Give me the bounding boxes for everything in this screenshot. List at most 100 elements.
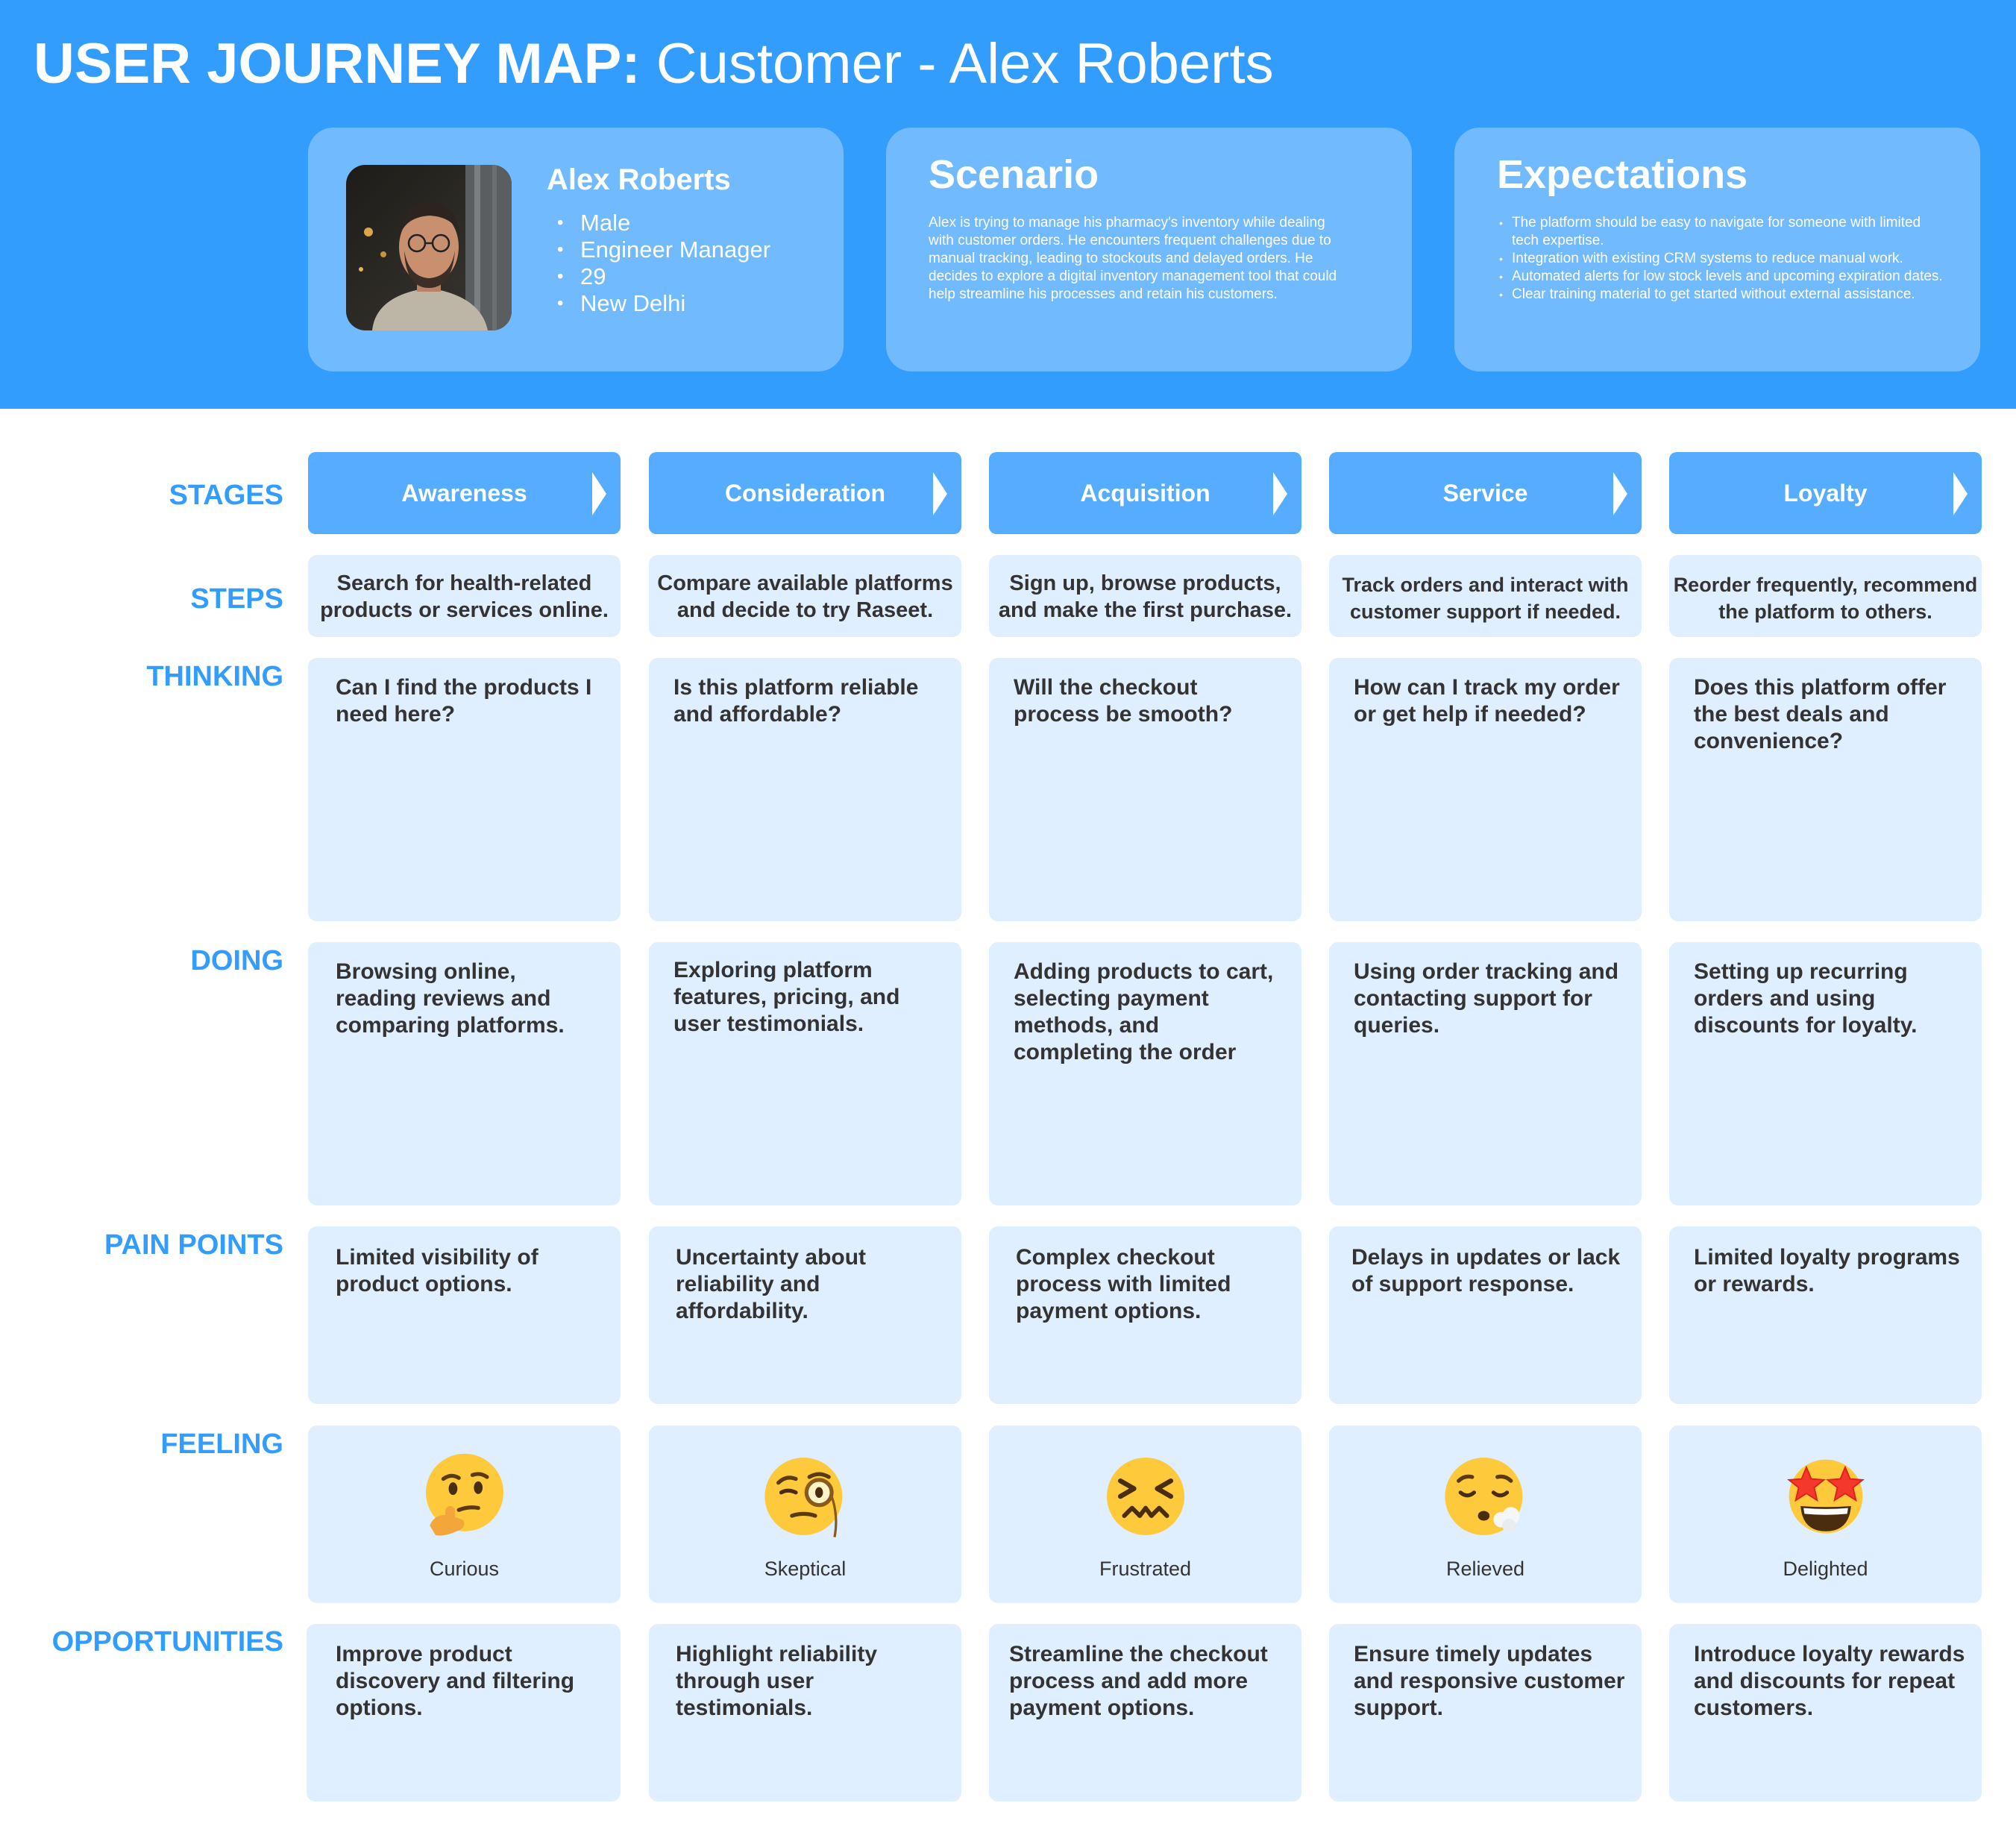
step-text: Track orders and interact with customer … [1342,574,1629,623]
opportunity-cell-acquisition: Streamline the checkout process and add … [989,1624,1301,1801]
thinking-cell-awareness: Can I find the products I need here? [308,658,621,921]
chevron-right-icon [1273,472,1287,515]
stage-label: Loyalty [1783,480,1868,507]
feeling-label: Curious [429,1558,500,1580]
expectations-list: The platform should be easy to navigate … [1497,214,1944,304]
monocle-face-icon [764,1458,842,1537]
feeling-cell-loyalty: Delighted [1669,1426,1982,1603]
expectation-item: Clear training material to get started w… [1497,286,1944,304]
opportunity-cell-loyalty: Introduce loyalty rewards and discounts … [1669,1624,1982,1801]
stage-loyalty: Loyalty [1669,452,1982,534]
opportunity-cell-consideration: Highlight reliability through user testi… [649,1624,961,1801]
opportunity-text: Highlight reliability through user testi… [676,1642,878,1720]
step-cell-service: Track orders and interact with customer … [1329,555,1642,637]
persona-location: New Delhi [547,290,770,317]
page-title: USER JOURNEY MAP: Customer - Alex Robert… [34,28,1274,100]
stage-consideration: Consideration [649,452,961,534]
step-text: Sign up, browse products, and make the f… [998,571,1293,622]
relieved-sigh-face-icon [1444,1458,1522,1535]
expectation-item: Automated alerts for low stock levels an… [1497,268,1944,286]
row-label-thinking: THINKING [146,661,283,692]
scenario-text: Alex is trying to manage his pharmacy's … [929,215,1337,302]
step-text: Reorder frequently, recommend the platfo… [1673,574,1978,623]
pain-text: Uncertainty about reliability and afford… [676,1245,867,1323]
persona-name: Alex Roberts [547,163,731,196]
pain-text: Limited visibility of product options. [336,1245,538,1296]
doing-text: Adding products to cart, selecting payme… [1014,959,1274,1064]
row-label-opportunities: OPPORTUNITIES [51,1626,283,1658]
stage-label: Awareness [401,480,527,507]
thinking-text: Does this platform offer the best deals … [1694,675,1947,753]
opportunity-cell-awareness: Improve product discovery and filtering … [307,1624,621,1801]
doing-cell-awareness: Browsing online, reading reviews and com… [308,942,621,1205]
stage-awareness: Awareness [308,452,621,534]
feeling-label: Skeptical [764,1558,847,1580]
expectations-heading: Expectations [1497,152,1748,197]
thinking-text: Will the checkout process be smooth? [1014,675,1233,727]
confounded-face-icon [1106,1458,1184,1535]
doing-text: Exploring platform features, pricing, an… [673,958,900,1036]
step-text: Compare available platforms and decide t… [657,571,953,622]
doing-cell-service: Using order tracking and contacting supp… [1329,942,1642,1205]
expectation-item: The platform should be easy to navigate … [1497,214,1944,250]
opportunity-text: Ensure timely updates and responsive cus… [1354,1642,1625,1720]
thinking-cell-consideration: Is this platform reliable and affordable… [649,658,961,921]
pain-text: Complex checkout process with limited pa… [1016,1245,1231,1323]
expectations-card: Expectations The platform should be easy… [1454,128,1980,371]
step-text: Search for health-related products or se… [320,571,609,622]
doing-text: Setting up recurring orders and using di… [1694,959,1918,1038]
row-label-stages: STAGES [169,480,283,511]
opportunity-text: Improve product discovery and filtering … [336,1642,575,1720]
doing-cell-consideration: Exploring platform features, pricing, an… [649,942,961,1205]
chevron-right-icon [1953,472,1968,515]
doing-cell-loyalty: Setting up recurring orders and using di… [1669,942,1982,1205]
title-light: Customer - Alex Roberts [640,32,1274,95]
opportunity-text: Streamline the checkout process and add … [1009,1642,1268,1720]
row-label-feeling: FEELING [160,1429,283,1460]
doing-text: Browsing online, reading reviews and com… [336,959,565,1038]
avatar-photo-icon [346,165,512,330]
persona-role: Engineer Manager [547,236,770,263]
avatar [346,165,512,330]
feeling-label: Relieved [1445,1558,1525,1580]
row-label-steps: STEPS [190,583,283,615]
thinking-face-icon [425,1453,503,1536]
scenario-heading: Scenario [929,152,1099,197]
feeling-label: Delighted [1783,1558,1868,1580]
step-cell-acquisition: Sign up, browse products, and make the f… [989,555,1301,637]
thinking-text: How can I track my order or get help if … [1354,675,1620,727]
pain-cell-consideration: Uncertainty about reliability and afford… [649,1226,961,1404]
step-cell-loyalty: Reorder frequently, recommend the platfo… [1669,555,1982,637]
pain-text: Limited loyalty programs or rewards. [1694,1245,1960,1296]
row-label-doing: DOING [190,945,283,976]
chevron-right-icon [592,472,606,515]
opportunity-cell-service: Ensure timely updates and responsive cus… [1329,1624,1642,1801]
chevron-right-icon [1613,472,1627,515]
persona-age: 29 [547,263,770,290]
stage-service: Service [1329,452,1642,534]
row-label-pain-points: PAIN POINTS [104,1229,283,1261]
stage-label: Acquisition [1080,480,1210,507]
pain-cell-acquisition: Complex checkout process with limited pa… [989,1226,1301,1404]
feeling-cell-acquisition: Frustrated [989,1426,1301,1603]
scenario-card: Scenario Alex is trying to manage his ph… [886,128,1412,371]
thinking-text: Can I find the products I need here? [336,675,592,727]
thinking-cell-service: How can I track my order or get help if … [1329,658,1642,921]
star-struck-face-icon [1786,1459,1865,1534]
pain-cell-service: Delays in updates or lack of support res… [1329,1226,1642,1404]
step-cell-consideration: Compare available platforms and decide t… [649,555,961,637]
thinking-cell-acquisition: Will the checkout process be smooth? [989,658,1301,921]
title-strong: USER JOURNEY MAP: [34,32,641,95]
chevron-right-icon [933,472,947,515]
persona-gender: Male [547,210,770,236]
doing-cell-acquisition: Adding products to cart, selecting payme… [989,942,1301,1205]
pain-cell-loyalty: Limited loyalty programs or rewards. [1669,1226,1982,1404]
feeling-cell-awareness: Curious [308,1426,621,1603]
pain-text: Delays in updates or lack of support res… [1351,1245,1621,1296]
feeling-cell-service: Relieved [1329,1426,1642,1603]
opportunity-text: Introduce loyalty rewards and discounts … [1694,1642,1965,1720]
feeling-cell-consideration: Skeptical [649,1426,961,1603]
stage-label: Service [1442,480,1528,507]
expectation-item: Integration with existing CRM systems to… [1497,250,1944,268]
doing-text: Using order tracking and contacting supp… [1354,959,1619,1038]
